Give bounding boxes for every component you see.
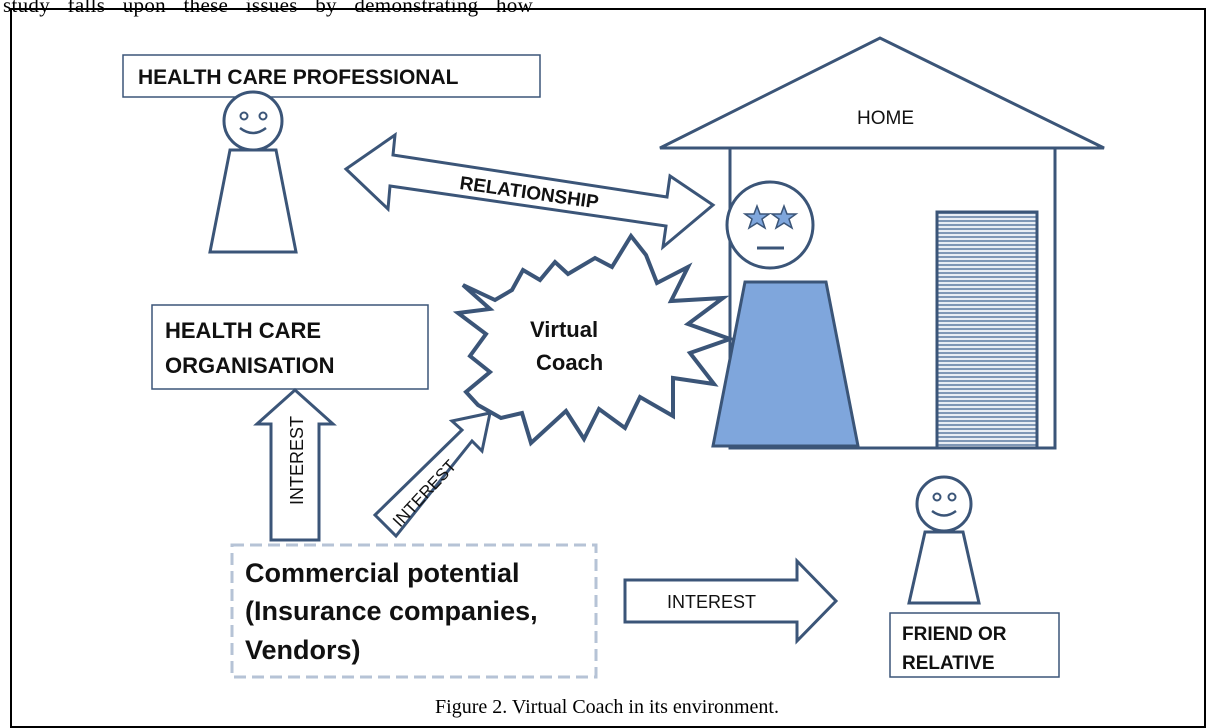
health-care-organisation-line1: HEALTH CARE bbox=[165, 318, 321, 343]
health-care-professional: HEALTH CARE PROFESSIONAL bbox=[122, 54, 541, 254]
interest-arrow-horizontal: INTEREST bbox=[623, 557, 839, 645]
home: HOME bbox=[659, 36, 1105, 450]
health-care-organisation: HEALTH CARE ORGANISATION bbox=[151, 304, 429, 390]
patient-head-icon bbox=[725, 180, 815, 270]
interest-vertical-label: INTEREST bbox=[287, 416, 307, 505]
health-care-organisation-box bbox=[151, 304, 429, 390]
health-care-professional-box bbox=[122, 54, 541, 98]
professional-head-icon bbox=[222, 90, 284, 152]
virtual-coach-label-line1: Virtual bbox=[530, 317, 598, 342]
friend-or-relative: FRIEND OR RELATIVE bbox=[889, 475, 1060, 678]
virtual-coach: Virtual Coach bbox=[452, 232, 736, 447]
professional-body-icon bbox=[208, 148, 298, 254]
interest-horizontal-label: INTEREST bbox=[667, 592, 756, 612]
friend-body-icon bbox=[907, 530, 981, 605]
house-roof bbox=[659, 36, 1105, 150]
house-walls bbox=[728, 148, 1057, 450]
commercial-line3: Vendors) bbox=[245, 635, 361, 665]
commercial-line2: (Insurance companies, bbox=[245, 596, 538, 626]
friend-line1: FRIEND OR bbox=[902, 624, 1007, 645]
interest-arrow-vertical: INTEREST bbox=[253, 387, 337, 542]
patient bbox=[711, 180, 860, 448]
friend-line2: RELATIVE bbox=[902, 653, 995, 674]
home-label: HOME bbox=[857, 108, 914, 129]
friend-head-icon bbox=[915, 475, 973, 533]
relationship-arrow: RELATIONSHIP bbox=[343, 131, 716, 251]
virtual-coach-starburst bbox=[452, 232, 736, 447]
commercial-line1: Commercial potential bbox=[245, 558, 520, 588]
house-door bbox=[935, 210, 1039, 450]
patient-body-icon bbox=[711, 280, 860, 448]
commercial-potential-box bbox=[230, 543, 598, 679]
health-care-organisation-line2: ORGANISATION bbox=[165, 353, 334, 378]
interest-arrow-diagonal: INTEREST bbox=[372, 411, 492, 539]
friend-box bbox=[889, 612, 1060, 678]
star-eye-icon bbox=[742, 203, 772, 230]
figure-caption: Figure 2. Virtual Coach in its environme… bbox=[435, 696, 779, 718]
virtual-coach-label-line2: Coach bbox=[536, 350, 603, 375]
star-eye-icon bbox=[769, 203, 799, 230]
health-care-professional-label: HEALTH CARE PROFESSIONAL bbox=[138, 66, 459, 89]
commercial-potential: Commercial potential (Insurance companie… bbox=[230, 543, 598, 679]
